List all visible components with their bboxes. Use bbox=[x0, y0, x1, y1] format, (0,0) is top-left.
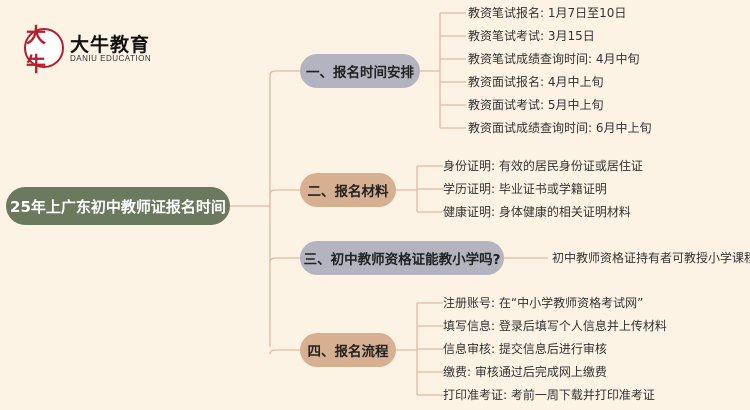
branch-label: 四、报名流程 bbox=[307, 344, 389, 360]
branch-connector bbox=[269, 189, 300, 195]
branch-connector bbox=[269, 349, 300, 355]
leaf-item: 健康证明: 身体健康的相关证明材料 bbox=[443, 205, 631, 219]
leaf-item: 初中教师资格证持有者可教授小学课程 bbox=[552, 251, 750, 265]
root-label: 25年上广东初中教师证报名时间 bbox=[10, 197, 226, 216]
logo-mark-text: 大牛 bbox=[26, 23, 46, 76]
branch-label: 二、报名材料 bbox=[307, 184, 389, 200]
logo-mark-icon: 大牛 bbox=[24, 23, 64, 76]
brand-logo: 大牛 大牛教育 DANIU EDUCATION bbox=[24, 23, 164, 76]
logo-name-en: DANIU EDUCATION bbox=[70, 54, 152, 63]
branch-label: 三、初中教师资格证能教小学吗? bbox=[303, 252, 501, 268]
leaf-item: 注册账号: 在“中小学教师资格考试网” bbox=[443, 296, 644, 310]
leaf-item: 信息审核: 提交信息后进行审核 bbox=[443, 342, 607, 356]
leaf-item: 身份证明: 有效的居民身份证或居住证 bbox=[443, 159, 643, 173]
branch-connector bbox=[269, 70, 300, 76]
leaf-item: 填写信息: 登录后填写个人信息并上传材料 bbox=[443, 319, 667, 333]
leaf-item: 学历证明: 毕业证书或学籍证明 bbox=[443, 182, 607, 196]
branch-materials: 二、报名材料 bbox=[300, 173, 396, 207]
root-node: 25年上广东初中教师证报名时间 bbox=[6, 187, 230, 225]
leaf-item: 缴费: 审核通过后完成网上缴费 bbox=[443, 365, 607, 379]
branch-schedule: 一、报名时间安排 bbox=[300, 54, 420, 88]
leaf-item: 教资面试成绩查询时间: 6月中上旬 bbox=[468, 121, 652, 135]
leaf-item: 教资笔试考试: 3月15日 bbox=[468, 29, 595, 43]
leaf-item: 教资笔试成绩查询时间: 4月中旬 bbox=[468, 52, 640, 66]
leaf-item: 教资笔试报名: 1月7日至10日 bbox=[468, 6, 627, 20]
leaf-item: 打印准考证: 考前一周下载并打印准考证 bbox=[443, 388, 655, 402]
leaf-item: 教资面试考试: 5月中上旬 bbox=[468, 98, 604, 112]
branch-label: 一、报名时间安排 bbox=[306, 65, 414, 81]
leaf-item: 教资面试报名: 4月中上旬 bbox=[468, 75, 604, 89]
branch-connector bbox=[269, 257, 300, 263]
branch-process: 四、报名流程 bbox=[300, 333, 396, 367]
branch-primary-school: 三、初中教师资格证能教小学吗? bbox=[300, 241, 504, 275]
logo-name: 大牛教育 bbox=[70, 34, 151, 56]
